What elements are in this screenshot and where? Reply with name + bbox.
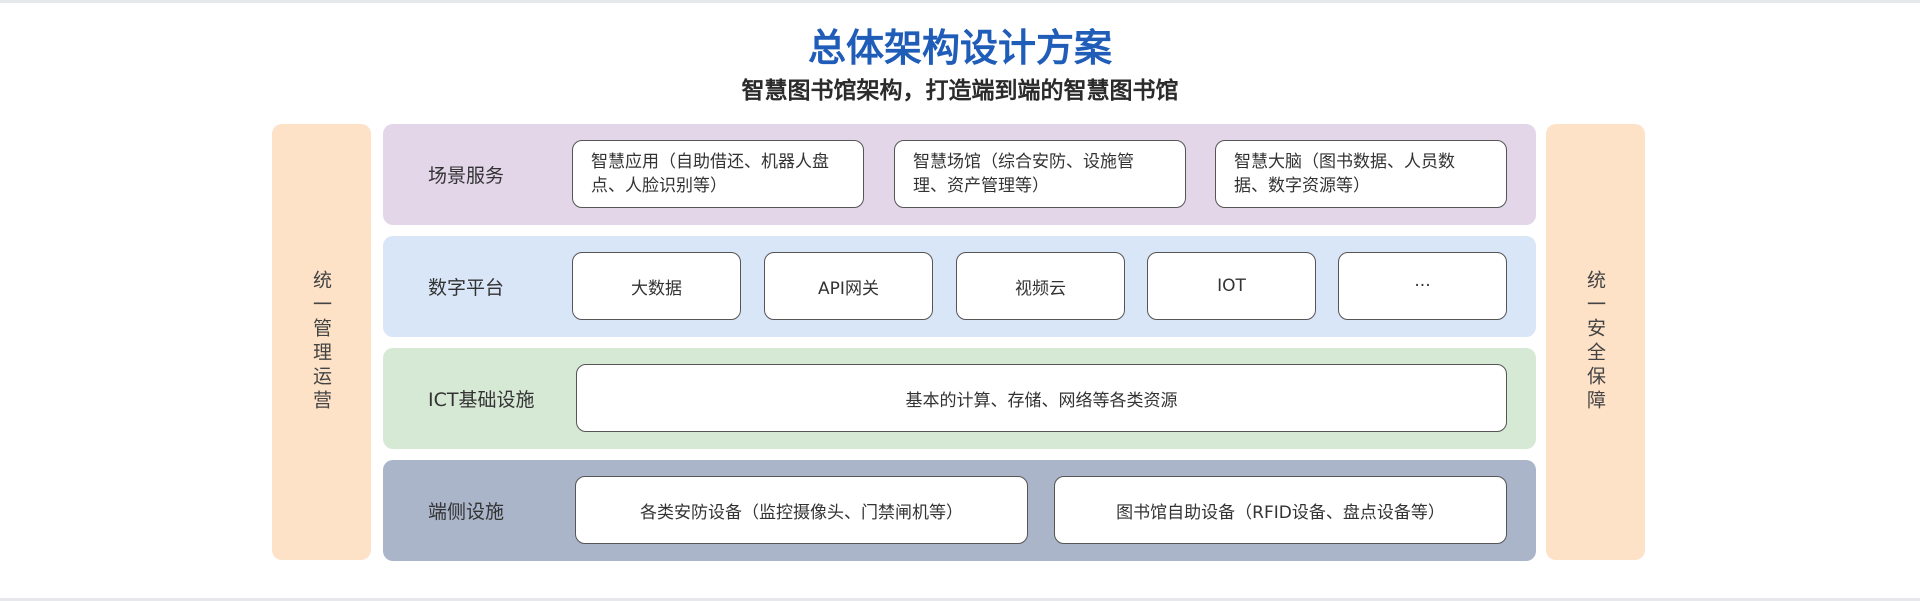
box-label: 智慧大脑（图书数据、人员数据、数字资源等） <box>1234 152 1455 196</box>
bottom-divider <box>0 598 1920 601</box>
box-label: 智慧场馆（综合安防、设施管理、资产管理等） <box>913 152 1134 196</box>
box-iot: IOT <box>1147 252 1316 320</box>
box-label: 智慧应用（自助借还、机器人盘点、人脸识别等） <box>591 152 829 196</box>
box-ellipsis: ··· <box>1338 252 1507 320</box>
side-panel-security-label: 统一安全保障 <box>1584 270 1606 414</box>
box-label: 大数据 <box>631 278 682 299</box>
layer-label: ICT基础设施 <box>428 389 535 411</box>
box-label: API网关 <box>818 278 879 299</box>
box-smart-brain: 智慧大脑（图书数据、人员数据、数字资源等） <box>1215 140 1507 208</box>
box-basic-resources: 基本的计算、存储、网络等各类资源 <box>576 364 1507 432</box>
box-label: ··· <box>1414 276 1431 296</box>
box-label: 图书馆自助设备（RFID设备、盘点设备等） <box>1116 502 1445 523</box>
box-big-data: 大数据 <box>572 252 741 320</box>
box-smart-application: 智慧应用（自助借还、机器人盘点、人脸识别等） <box>572 140 864 208</box>
box-label: 视频云 <box>1015 278 1066 299</box>
layer-label: 场景服务 <box>428 165 505 187</box>
page-subtitle: 智慧图书馆架构，打造端到端的智慧图书馆 <box>741 78 1179 104</box>
layer-ict-infrastructure: ICT基础设施 基本的计算、存储、网络等各类资源 <box>383 348 1536 449</box>
box-label: 基本的计算、存储、网络等各类资源 <box>905 390 1178 411</box>
side-panel-management: 统一管理运营 <box>272 124 371 560</box>
box-label: IOT <box>1217 276 1246 296</box>
page-title: 总体架构设计方案 <box>807 26 1112 70</box>
layer-label: 端侧设施 <box>428 501 505 523</box>
layer-label: 数字平台 <box>428 277 505 299</box>
box-label: 各类安防设备（监控摄像头、门禁闸机等） <box>640 502 963 523</box>
side-panel-management-label: 统一管理运营 <box>310 270 332 414</box>
box-security-devices: 各类安防设备（监控摄像头、门禁闸机等） <box>575 476 1028 544</box>
box-video-cloud: 视频云 <box>956 252 1125 320</box>
top-divider <box>0 0 1920 3</box>
layer-digital-platform: 数字平台 大数据 API网关 视频云 IOT ··· <box>383 236 1536 337</box>
layer-scene-services: 场景服务 智慧应用（自助借还、机器人盘点、人脸识别等） 智慧场馆（综合安防、设施… <box>383 124 1536 225</box>
box-api-gateway: API网关 <box>764 252 933 320</box>
box-library-self-service-devices: 图书馆自助设备（RFID设备、盘点设备等） <box>1054 476 1507 544</box>
box-smart-venue: 智慧场馆（综合安防、设施管理、资产管理等） <box>894 140 1186 208</box>
layer-edge-facilities: 端侧设施 各类安防设备（监控摄像头、门禁闸机等） 图书馆自助设备（RFID设备、… <box>383 460 1536 561</box>
side-panel-security: 统一安全保障 <box>1546 124 1645 560</box>
